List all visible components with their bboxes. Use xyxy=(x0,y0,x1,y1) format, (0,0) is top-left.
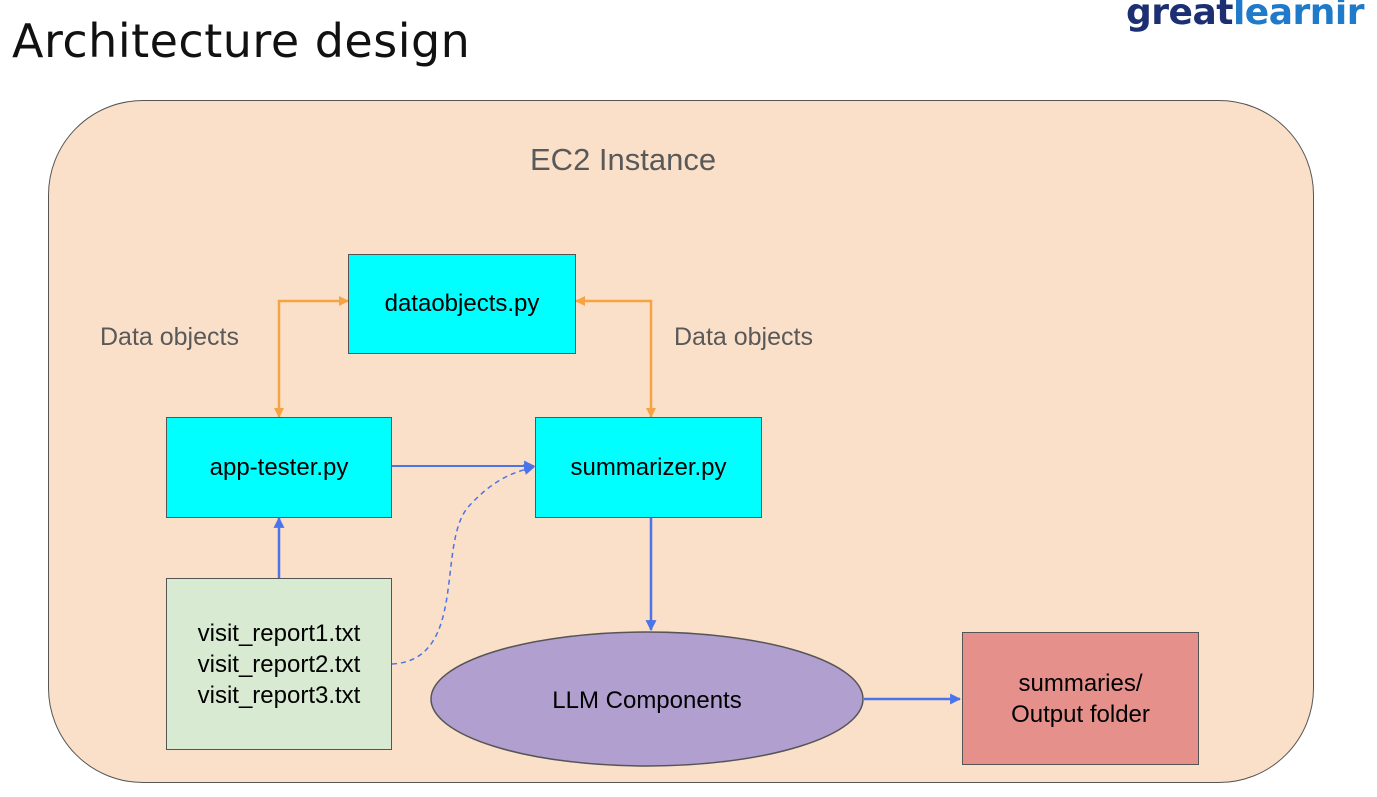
data-objects-arrow-left xyxy=(274,296,349,418)
reports-to-summarizer-dashed-arrow xyxy=(391,464,536,665)
slide-title: Architecture design xyxy=(12,14,471,68)
summarizer-label: summarizer.py xyxy=(570,453,727,481)
output-folder-line2: Output folder xyxy=(1011,700,1150,728)
visit-reports-node: visit_report1.txt visit_report2.txt visi… xyxy=(166,578,392,750)
llm-components-label: LLM Components xyxy=(552,687,741,714)
dataobjects-node: dataobjects.py xyxy=(348,254,576,354)
output-folder-line1: summaries/ xyxy=(1018,669,1143,697)
visit-report-1: visit_report1.txt xyxy=(197,619,361,647)
data-objects-label-right: Data objects xyxy=(674,323,813,351)
summarizer-node: summarizer.py xyxy=(535,417,762,518)
visit-report-3: visit_report3.txt xyxy=(197,681,361,709)
data-objects-label-left: Data objects xyxy=(100,323,239,351)
llm-components-node-shape xyxy=(430,631,864,767)
brand-logo-part2: learnir xyxy=(1232,0,1365,33)
visit-report-2: visit_report2.txt xyxy=(197,650,361,678)
app-tester-label: app-tester.py xyxy=(209,453,349,481)
data-objects-arrow-right xyxy=(575,296,656,418)
ec2-instance-label: EC2 Instance xyxy=(530,142,717,177)
dataobjects-label: dataobjects.py xyxy=(384,290,540,317)
output-folder-node: summaries/ Output folder xyxy=(962,632,1199,765)
brand-logo: greatlearnir xyxy=(1126,0,1364,33)
app-tester-node: app-tester.py xyxy=(166,417,392,518)
brand-logo-part1: great xyxy=(1126,0,1233,33)
